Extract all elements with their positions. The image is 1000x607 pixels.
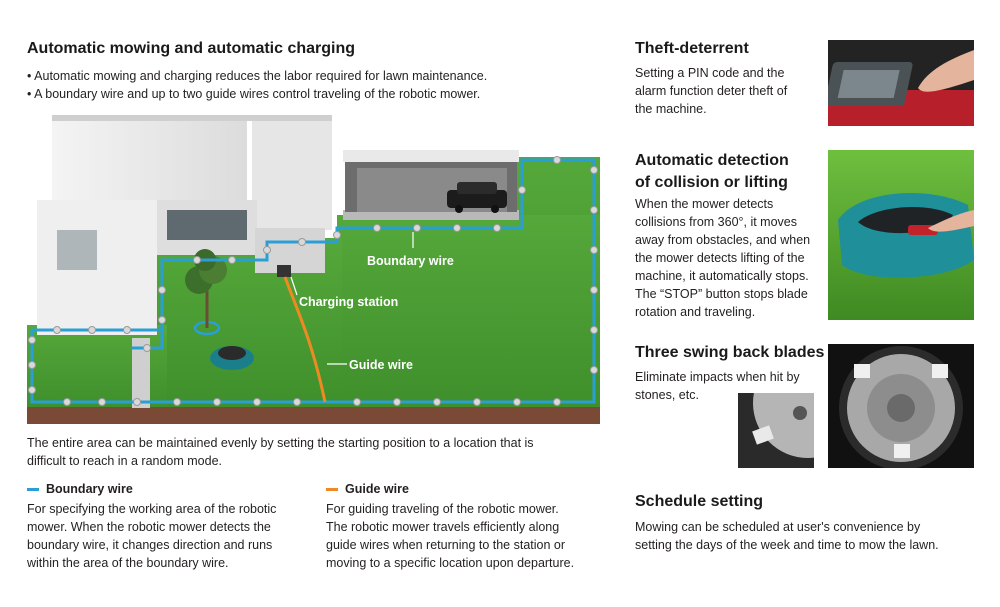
window <box>57 230 97 270</box>
boundary-swatch-icon <box>27 487 39 491</box>
caption-line: The entire area can be maintained evenly… <box>27 436 534 450</box>
blades-title: Three swing back blades <box>635 344 825 361</box>
theft-line: the machine. <box>635 102 707 116</box>
legend-guide-title: Guide wire <box>345 482 409 496</box>
guide-swatch-icon <box>326 487 338 491</box>
bullet-item: • A boundary wire and up to two guide wi… <box>27 87 481 101</box>
walkway <box>132 338 150 408</box>
collision-line: collisions from 360°, it moves <box>635 215 797 229</box>
schedule-title: Schedule setting <box>635 493 764 510</box>
legend-line: moving to a specific location upon depar… <box>326 556 575 570</box>
schedule-text: Mowing can be scheduled at user's conven… <box>635 518 985 554</box>
blade-closeup-photo <box>738 393 814 468</box>
carport <box>343 150 519 213</box>
legend-line: guide wires when returning to the statio… <box>326 538 566 552</box>
collision-title-line: Automatic detection <box>635 152 789 169</box>
diagram-caption: The entire area can be maintained evenly… <box>27 434 607 470</box>
legend-boundary-title: Boundary wire <box>46 482 133 496</box>
theft-line: alarm function deter theft of <box>635 84 788 98</box>
blades-line: Eliminate impacts when hit by <box>635 370 800 384</box>
blades-line: stones, etc. <box>635 388 699 402</box>
mower-on-grass-photo <box>828 150 974 320</box>
blades-text: Eliminate impacts when hit by stones, et… <box>635 368 825 404</box>
robot-mower-icon <box>210 346 254 370</box>
wire-markers <box>28 156 598 406</box>
tree <box>185 249 227 336</box>
charging-station-label: Charging station <box>299 295 398 309</box>
blade-disc-photo <box>828 344 974 468</box>
boundary-wire-label: Boundary wire <box>367 254 454 268</box>
collision-line: away from obstacles, and when <box>635 233 811 247</box>
collision-text: When the mower detects collisions from 3… <box>635 195 830 321</box>
theft-line: Setting a PIN code and the <box>635 66 785 80</box>
driveway <box>343 210 519 220</box>
theft-title: Theft-deterrent <box>635 40 749 57</box>
schedule-line: setting the days of the week and time to… <box>635 538 939 552</box>
car-cabin <box>457 182 497 194</box>
car-wheel <box>455 205 463 213</box>
collision-line: When the mower detects <box>635 197 774 211</box>
legend-boundary: Boundary wire For specifying the working… <box>27 482 317 572</box>
car-body <box>447 190 507 208</box>
boundary-wire-path <box>30 158 596 404</box>
legend-line: mower. When the robotic mower detects th… <box>27 520 271 534</box>
leader-line <box>290 276 298 296</box>
charging-station-icon <box>277 265 291 277</box>
legend-line: For specifying the working area of the r… <box>27 502 277 516</box>
collision-title: Automatic detection of collision or lift… <box>635 150 789 194</box>
legend-line: boundary wire, it changes direction and … <box>27 538 273 552</box>
schedule-line: Mowing can be scheduled at user's conven… <box>635 520 921 534</box>
window <box>167 210 247 240</box>
collision-title-line: of collision or lifting <box>635 174 788 191</box>
pin-keypad-photo <box>828 40 974 126</box>
legend-guide: Guide wire For guiding traveling of the … <box>326 482 616 572</box>
collision-line: The “STOP” button stops blade <box>635 287 808 301</box>
legend-line: The robotic mower travels efficiently al… <box>326 520 560 534</box>
lawn-diagram: Boundary wire Charging station Guide wir… <box>27 115 600 424</box>
legend-line: within the area of the boundary wire. <box>27 556 229 570</box>
collision-line: the mower detects lifting of the <box>635 251 805 265</box>
main-bullets: • Automatic mowing and charging reduces … <box>27 67 487 103</box>
main-title: Automatic mowing and automatic charging <box>27 40 356 57</box>
legend-line: For guiding traveling of the robotic mow… <box>326 502 559 516</box>
caption-line: difficult to reach in a random mode. <box>27 454 223 468</box>
collision-line: rotation and traveling. <box>635 305 756 319</box>
boundary-wire-path <box>132 330 164 350</box>
guide-wire-path <box>283 276 327 403</box>
guide-wire-label: Guide wire <box>349 358 413 372</box>
car-wheel <box>491 205 499 213</box>
theft-text: Setting a PIN code and the alarm functio… <box>635 64 820 118</box>
soil-edge <box>27 406 600 424</box>
collision-line: machine, it automatically stops. <box>635 269 809 283</box>
bullet-item: • Automatic mowing and charging reduces … <box>27 69 488 83</box>
